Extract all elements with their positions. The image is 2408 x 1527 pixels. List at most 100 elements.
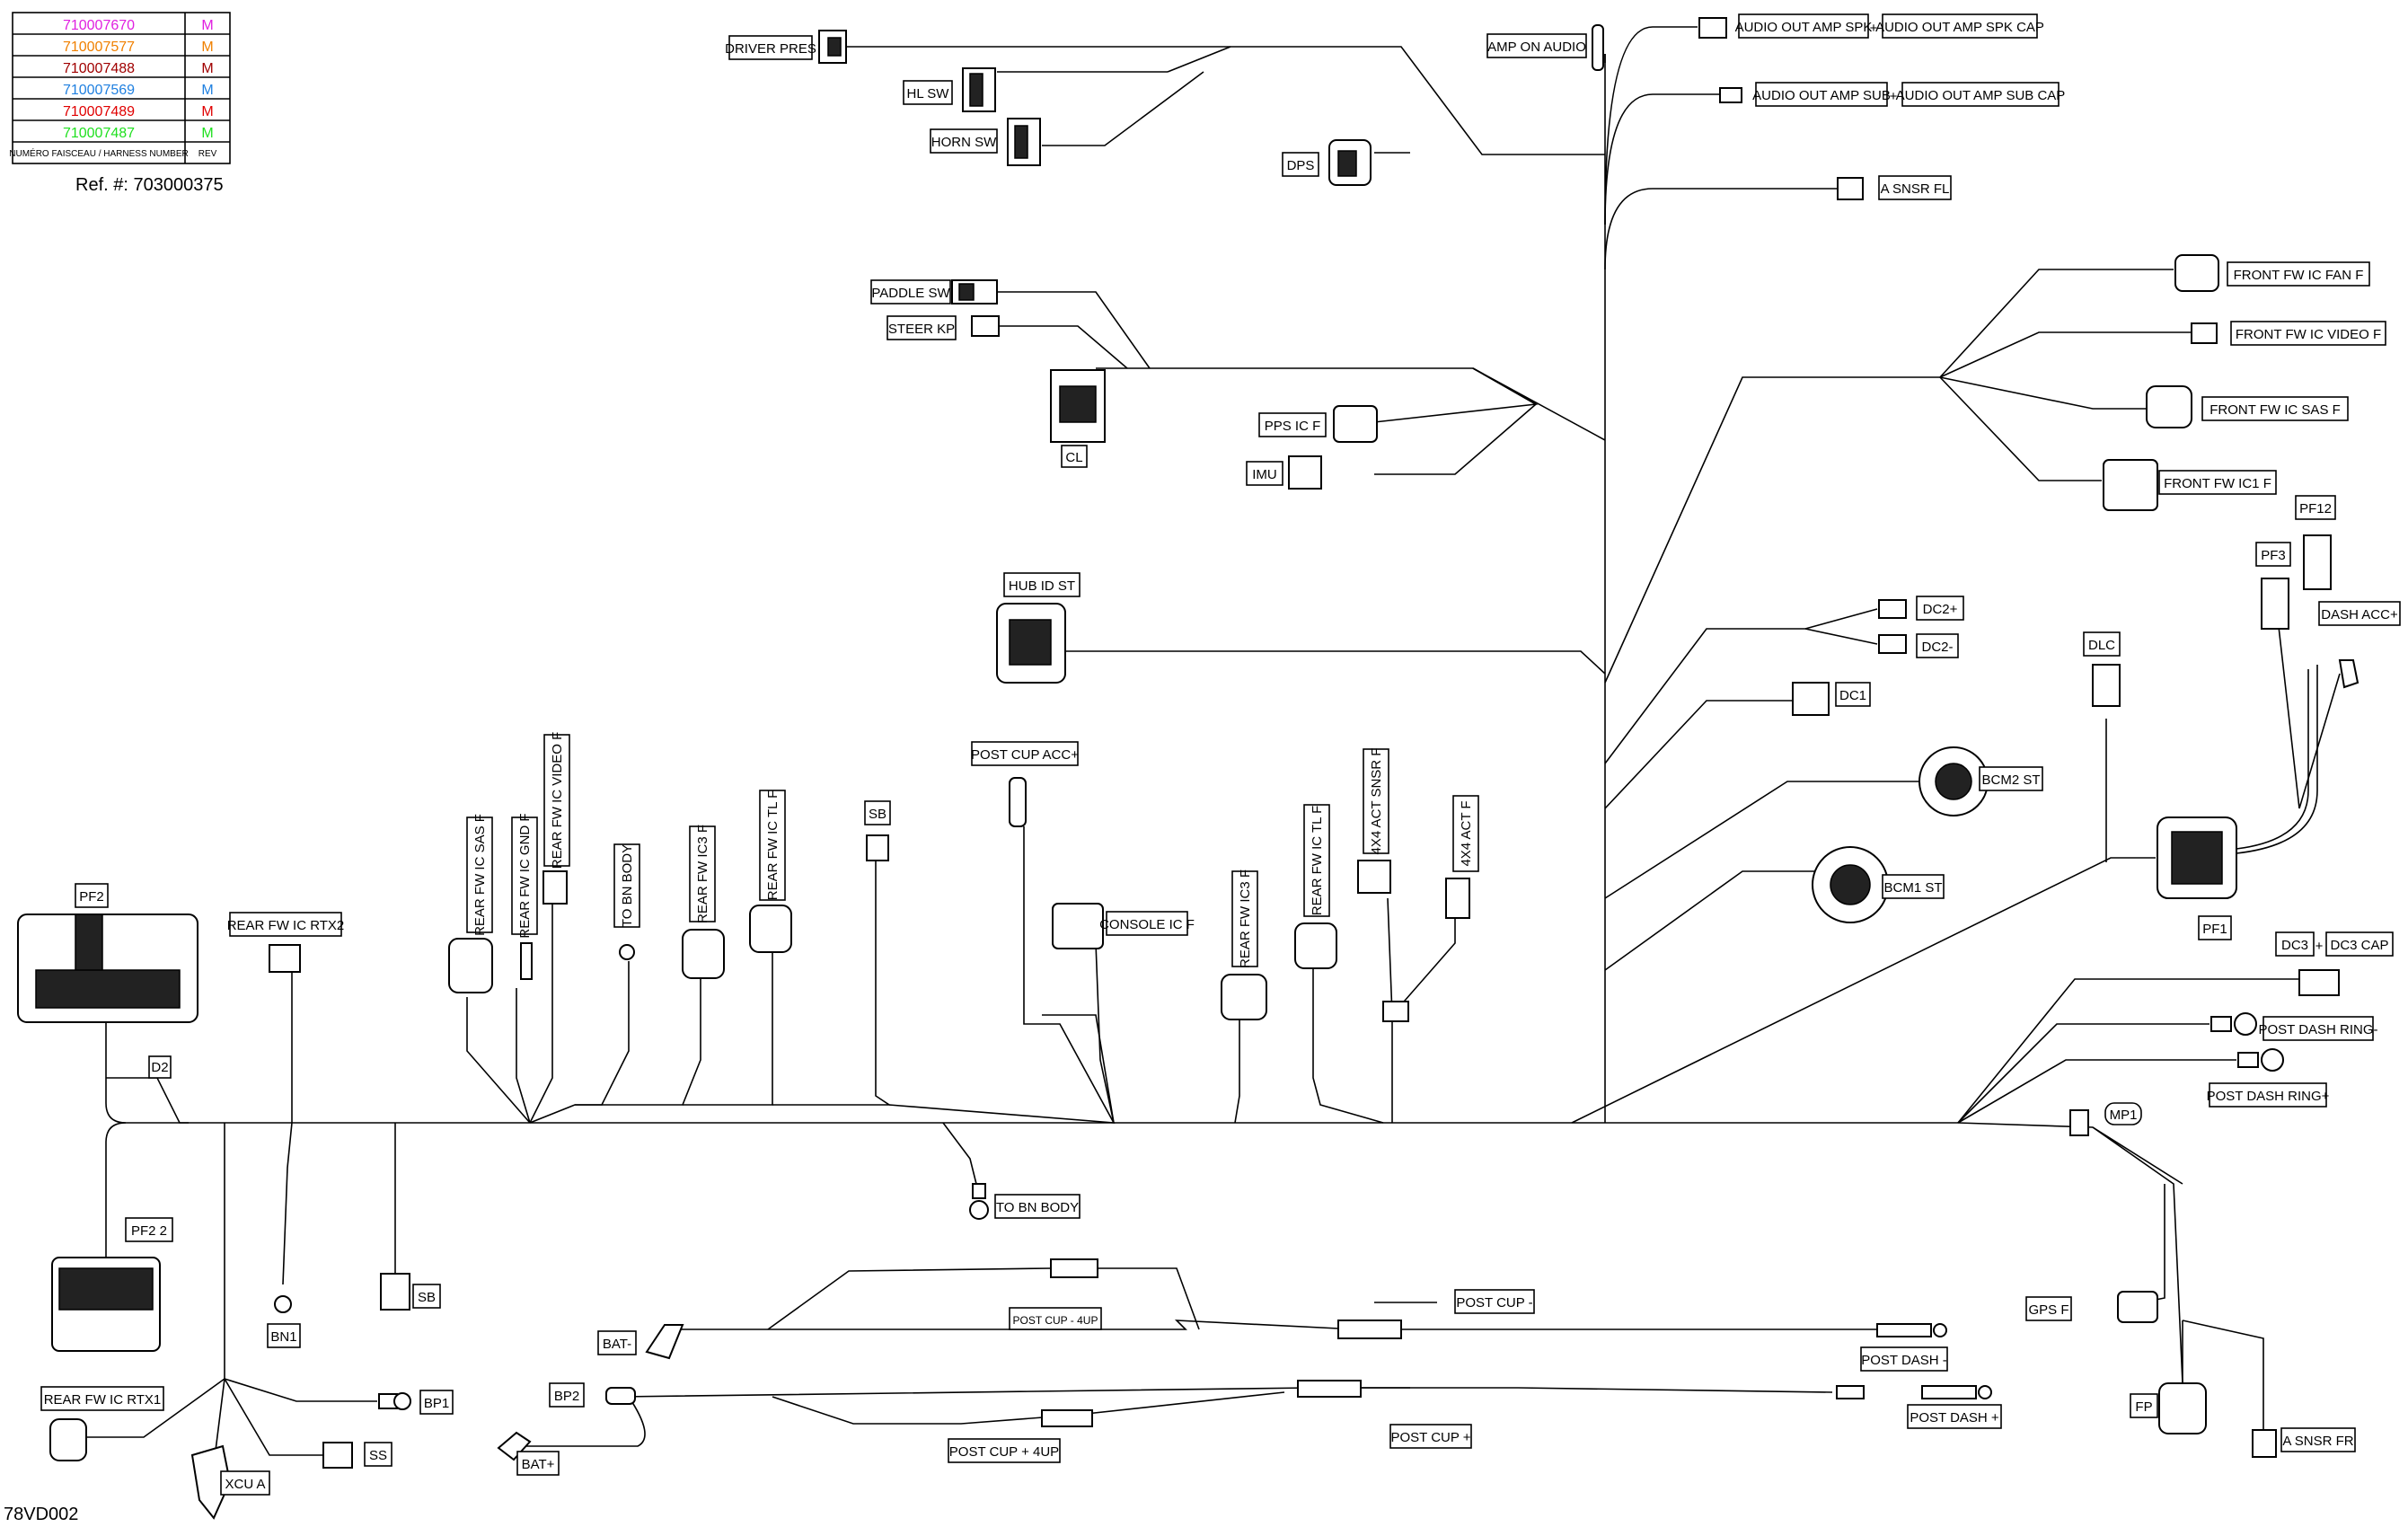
- label-dc1: DC1: [1839, 688, 1866, 703]
- label-rear-fw-ic3-f-left: REAR FW IC3 F: [695, 825, 710, 923]
- label-pf1: PF1: [2202, 922, 2227, 937]
- drawing-id: 78VD002: [4, 1505, 78, 1524]
- connector-dc1: [1792, 682, 1830, 716]
- label-post-cup-acc-plus: POST CUP ACC+: [971, 747, 1079, 763]
- connector-front-fw-ic-video-f: [2191, 322, 2218, 344]
- connector-pf3: [2261, 578, 2289, 630]
- connector-dc2-minus: [1878, 634, 1907, 654]
- harness-number-6: 710007487: [63, 126, 135, 141]
- label-pf2: PF2: [79, 889, 104, 905]
- harness-rev-1: M: [201, 18, 213, 33]
- harness-rev-6: M: [201, 126, 213, 141]
- label-rear-fw-ic-tl-f-left: REAR FW IC TL F: [765, 790, 781, 901]
- label-to-bn-body-upper: TO BN BODY: [620, 844, 635, 927]
- label-dlc: DLC: [2088, 638, 2115, 653]
- connector-to-bn-body-upper: [619, 944, 635, 960]
- connector-dc3: [2298, 969, 2340, 996]
- label-mp1: MP1: [2110, 1108, 2138, 1123]
- label-dc3: DC3: [2281, 938, 2308, 953]
- connector-4x4-act-snsr-f: [1357, 860, 1391, 894]
- label-pf2-2: PF2 2: [131, 1223, 167, 1239]
- connector-bp2: [605, 1387, 636, 1405]
- connector-dash-acc-plus: [2338, 659, 2359, 689]
- harness-number-2: 710007577: [63, 40, 135, 55]
- label-fp: FP: [2135, 1399, 2152, 1415]
- connector-post-cup-4up: [1050, 1258, 1098, 1278]
- connector-dlc: [2092, 664, 2121, 707]
- connector-fp: [2158, 1382, 2207, 1434]
- label-rear-fw-ic-sas-f: REAR FW IC SAS F: [472, 814, 488, 936]
- label-bcm2-st: BCM2 ST: [1981, 772, 2040, 788]
- label-rear-fw-ic-gnd-f: REAR FW IC GND F: [517, 813, 533, 938]
- label-a-snsr-fl: A SNSR FL: [1881, 181, 1950, 197]
- connector-rear-fw-ic-sas-f: [448, 938, 493, 993]
- label-console-ic-f: CONSOLE IC F: [1099, 917, 1195, 932]
- label-steer-kp: STEER KP: [888, 322, 955, 337]
- harness-number-3: 710007488: [63, 61, 135, 76]
- label-pf3: PF3: [2261, 548, 2286, 563]
- connector-post-dash-plus: [1921, 1385, 1977, 1399]
- label-post-cup-4up: POST CUP - 4UP: [1013, 1314, 1098, 1327]
- label-pf12: PF12: [2299, 501, 2332, 516]
- label-audio-out-amp-spk: AUDIO OUT AMP SPK: [1735, 20, 1873, 35]
- label-imu: IMU: [1252, 467, 1277, 482]
- label-4x4-act-snsr-f: 4X4 ACT SNSR F: [1369, 748, 1384, 855]
- harness-rev-3: M: [201, 61, 213, 76]
- connector-sb-lower: [380, 1273, 410, 1311]
- connector-a-snsr-fl: [1837, 177, 1864, 200]
- label-paddle-sw: PADDLE SW: [871, 286, 950, 301]
- connector-to-bn-body-lower: [969, 1200, 989, 1220]
- label-d2: D2: [151, 1060, 168, 1075]
- connector-front-fw-ic-fan-f: [2174, 254, 2219, 292]
- label-hub-id-st: HUB ID ST: [1009, 578, 1075, 594]
- connector-dc2-plus: [1878, 599, 1907, 619]
- connector-post-cup-minus: [1337, 1320, 1402, 1339]
- label-a-snsr-fr: A SNSR FR: [2282, 1434, 2353, 1449]
- connector-ss: [322, 1442, 353, 1469]
- label-ss: SS: [369, 1448, 387, 1463]
- label-bp2: BP2: [554, 1389, 579, 1404]
- label-audio-out-amp-spk-cap: AUDIO OUT AMP SPK CAP: [1875, 20, 2044, 35]
- connector-audio-out-amp-spk: [1698, 17, 1727, 39]
- harness-number-table: 710007670 M 710007577 M 710007488 M 7100…: [9, 12, 231, 164]
- connector-amp-on-audio: [1592, 24, 1604, 71]
- label-front-fw-ic1-f: FRONT FW IC1 F: [2164, 476, 2271, 491]
- connector-post-cup-plus: [1297, 1380, 1362, 1398]
- connector-imu: [1288, 455, 1322, 490]
- reference-number: Ref. #: 703000375: [75, 175, 224, 195]
- harness-rev-4: M: [201, 83, 213, 98]
- label-rear-fw-ic-tl-f-right: REAR FW IC TL F: [1310, 806, 1325, 916]
- connector-a-snsr-fr: [2252, 1429, 2277, 1458]
- label-cl: CL: [1065, 450, 1082, 465]
- label-post-dash-ring-minus: POST DASH RING-: [2258, 1022, 2377, 1037]
- label-post-dash-plus: POST DASH +: [1910, 1410, 1999, 1425]
- label-front-fw-ic-sas-f: FRONT FW IC SAS F: [2210, 402, 2341, 418]
- label-post-cup-minus: POST CUP -: [1456, 1295, 1532, 1311]
- label-dc2-plus: DC2+: [1923, 602, 1958, 617]
- label-bat-minus: BAT-: [603, 1337, 631, 1352]
- connector-bn1: [274, 1295, 292, 1313]
- connector-sb-upper: [866, 834, 889, 861]
- connector-front-fw-ic-sas-f: [2146, 385, 2192, 428]
- connector-post-cup-plus-4up: [1041, 1409, 1093, 1427]
- label-amp-on-audio: AMP ON AUDIO: [1487, 40, 1586, 55]
- label-4x4-act-f: 4X4 ACT F: [1459, 800, 1474, 866]
- harness-rev-header: REV: [198, 149, 217, 159]
- label-post-dash-ring-plus: POST DASH RING+: [2207, 1089, 2330, 1104]
- plus-sign-dc3: +: [2315, 939, 2324, 954]
- label-rear-fw-ic-rtx1: REAR FW IC RTX1: [44, 1392, 162, 1408]
- connector-rear-fw-ic3-f-left: [682, 929, 725, 979]
- label-gps-f: GPS F: [2028, 1302, 2068, 1318]
- connector-post-dash-minus: [1876, 1323, 1932, 1337]
- label-audio-out-amp-sub: AUDIO OUT AMP SUB: [1752, 88, 1891, 103]
- label-bcm1-st: BCM1 ST: [1883, 880, 1942, 896]
- connector-pps-ic-f: [1333, 405, 1378, 443]
- label-front-fw-ic-video-f: FRONT FW IC VIDEO F: [2236, 327, 2381, 342]
- connector-rear-fw-ic-gnd-f: [520, 942, 533, 980]
- connector-rear-fw-ic-rtx2: [269, 944, 301, 973]
- harness-number-1: 710007670: [63, 18, 135, 33]
- harness-rev-5: M: [201, 104, 213, 119]
- label-rear-fw-ic3-f-right: REAR FW IC3 F: [1238, 869, 1253, 968]
- label-dc2-minus: DC2-: [1921, 640, 1953, 655]
